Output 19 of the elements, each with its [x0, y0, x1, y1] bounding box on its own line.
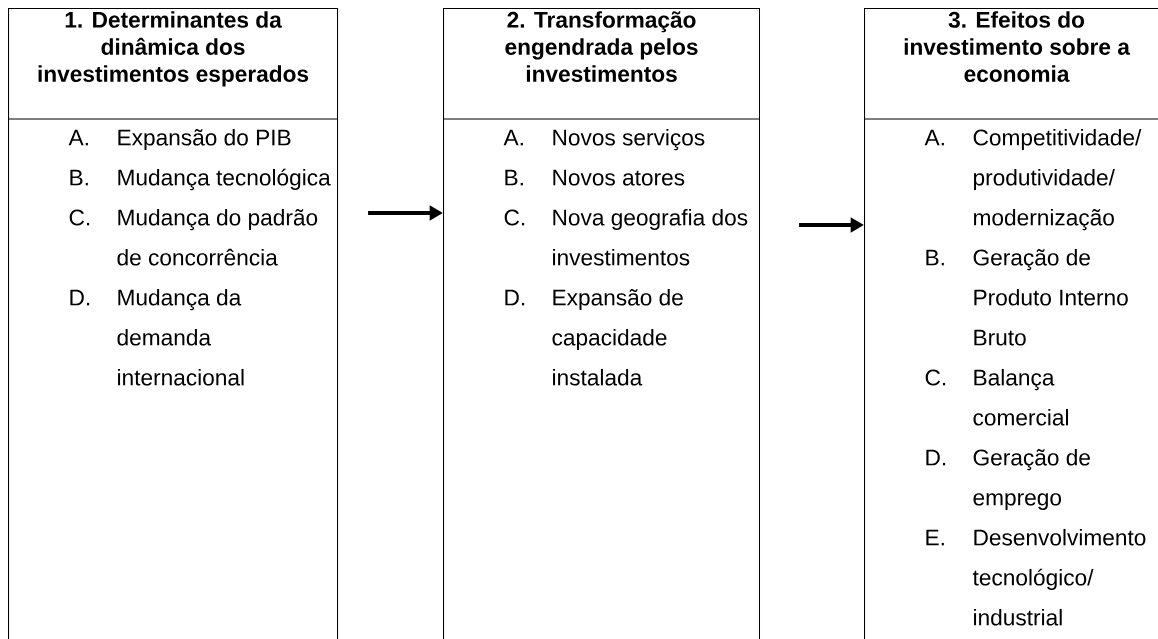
list-item: B. Novos atores: [505, 169, 685, 186]
column-heading: 3. Efeitos do investimento sobre a economia: [904, 11, 1131, 82]
list-item: A. Novos serviços: [503, 128, 705, 151]
list-item: D. Geração de emprego: [926, 448, 1090, 511]
list-item: C. Balança comercial: [925, 368, 1068, 426]
list-item: E. Desenvolvimento tecnológico/ industrial: [926, 528, 1146, 626]
list-item: C. Nova geografia dos investimentos: [504, 208, 748, 266]
column-box: [864, 8, 1158, 639]
list-item: B. Geração de Produto Interno Bruto: [926, 248, 1128, 346]
column-box: [443, 8, 761, 639]
list-item: D. Expansão de capacidade instalada: [505, 288, 683, 386]
list-item: A. Expansão do PIB: [68, 128, 291, 151]
list-item: B. Mudança tecnológica: [70, 168, 331, 191]
column-heading: 1. Determinantes da dinâmica dos investimentos esperados: [38, 11, 309, 87]
list-item: D. Mudança da demanda internacional: [70, 288, 244, 386]
column-heading: 2. Transformação engendrada pelos investimentos: [505, 11, 698, 82]
list-item: A. Competitividade/ produtividade/ modernização: [924, 128, 1142, 231]
column-box: [8, 8, 339, 639]
list-item: C. Mudança do padrão de concorrência: [69, 208, 318, 266]
